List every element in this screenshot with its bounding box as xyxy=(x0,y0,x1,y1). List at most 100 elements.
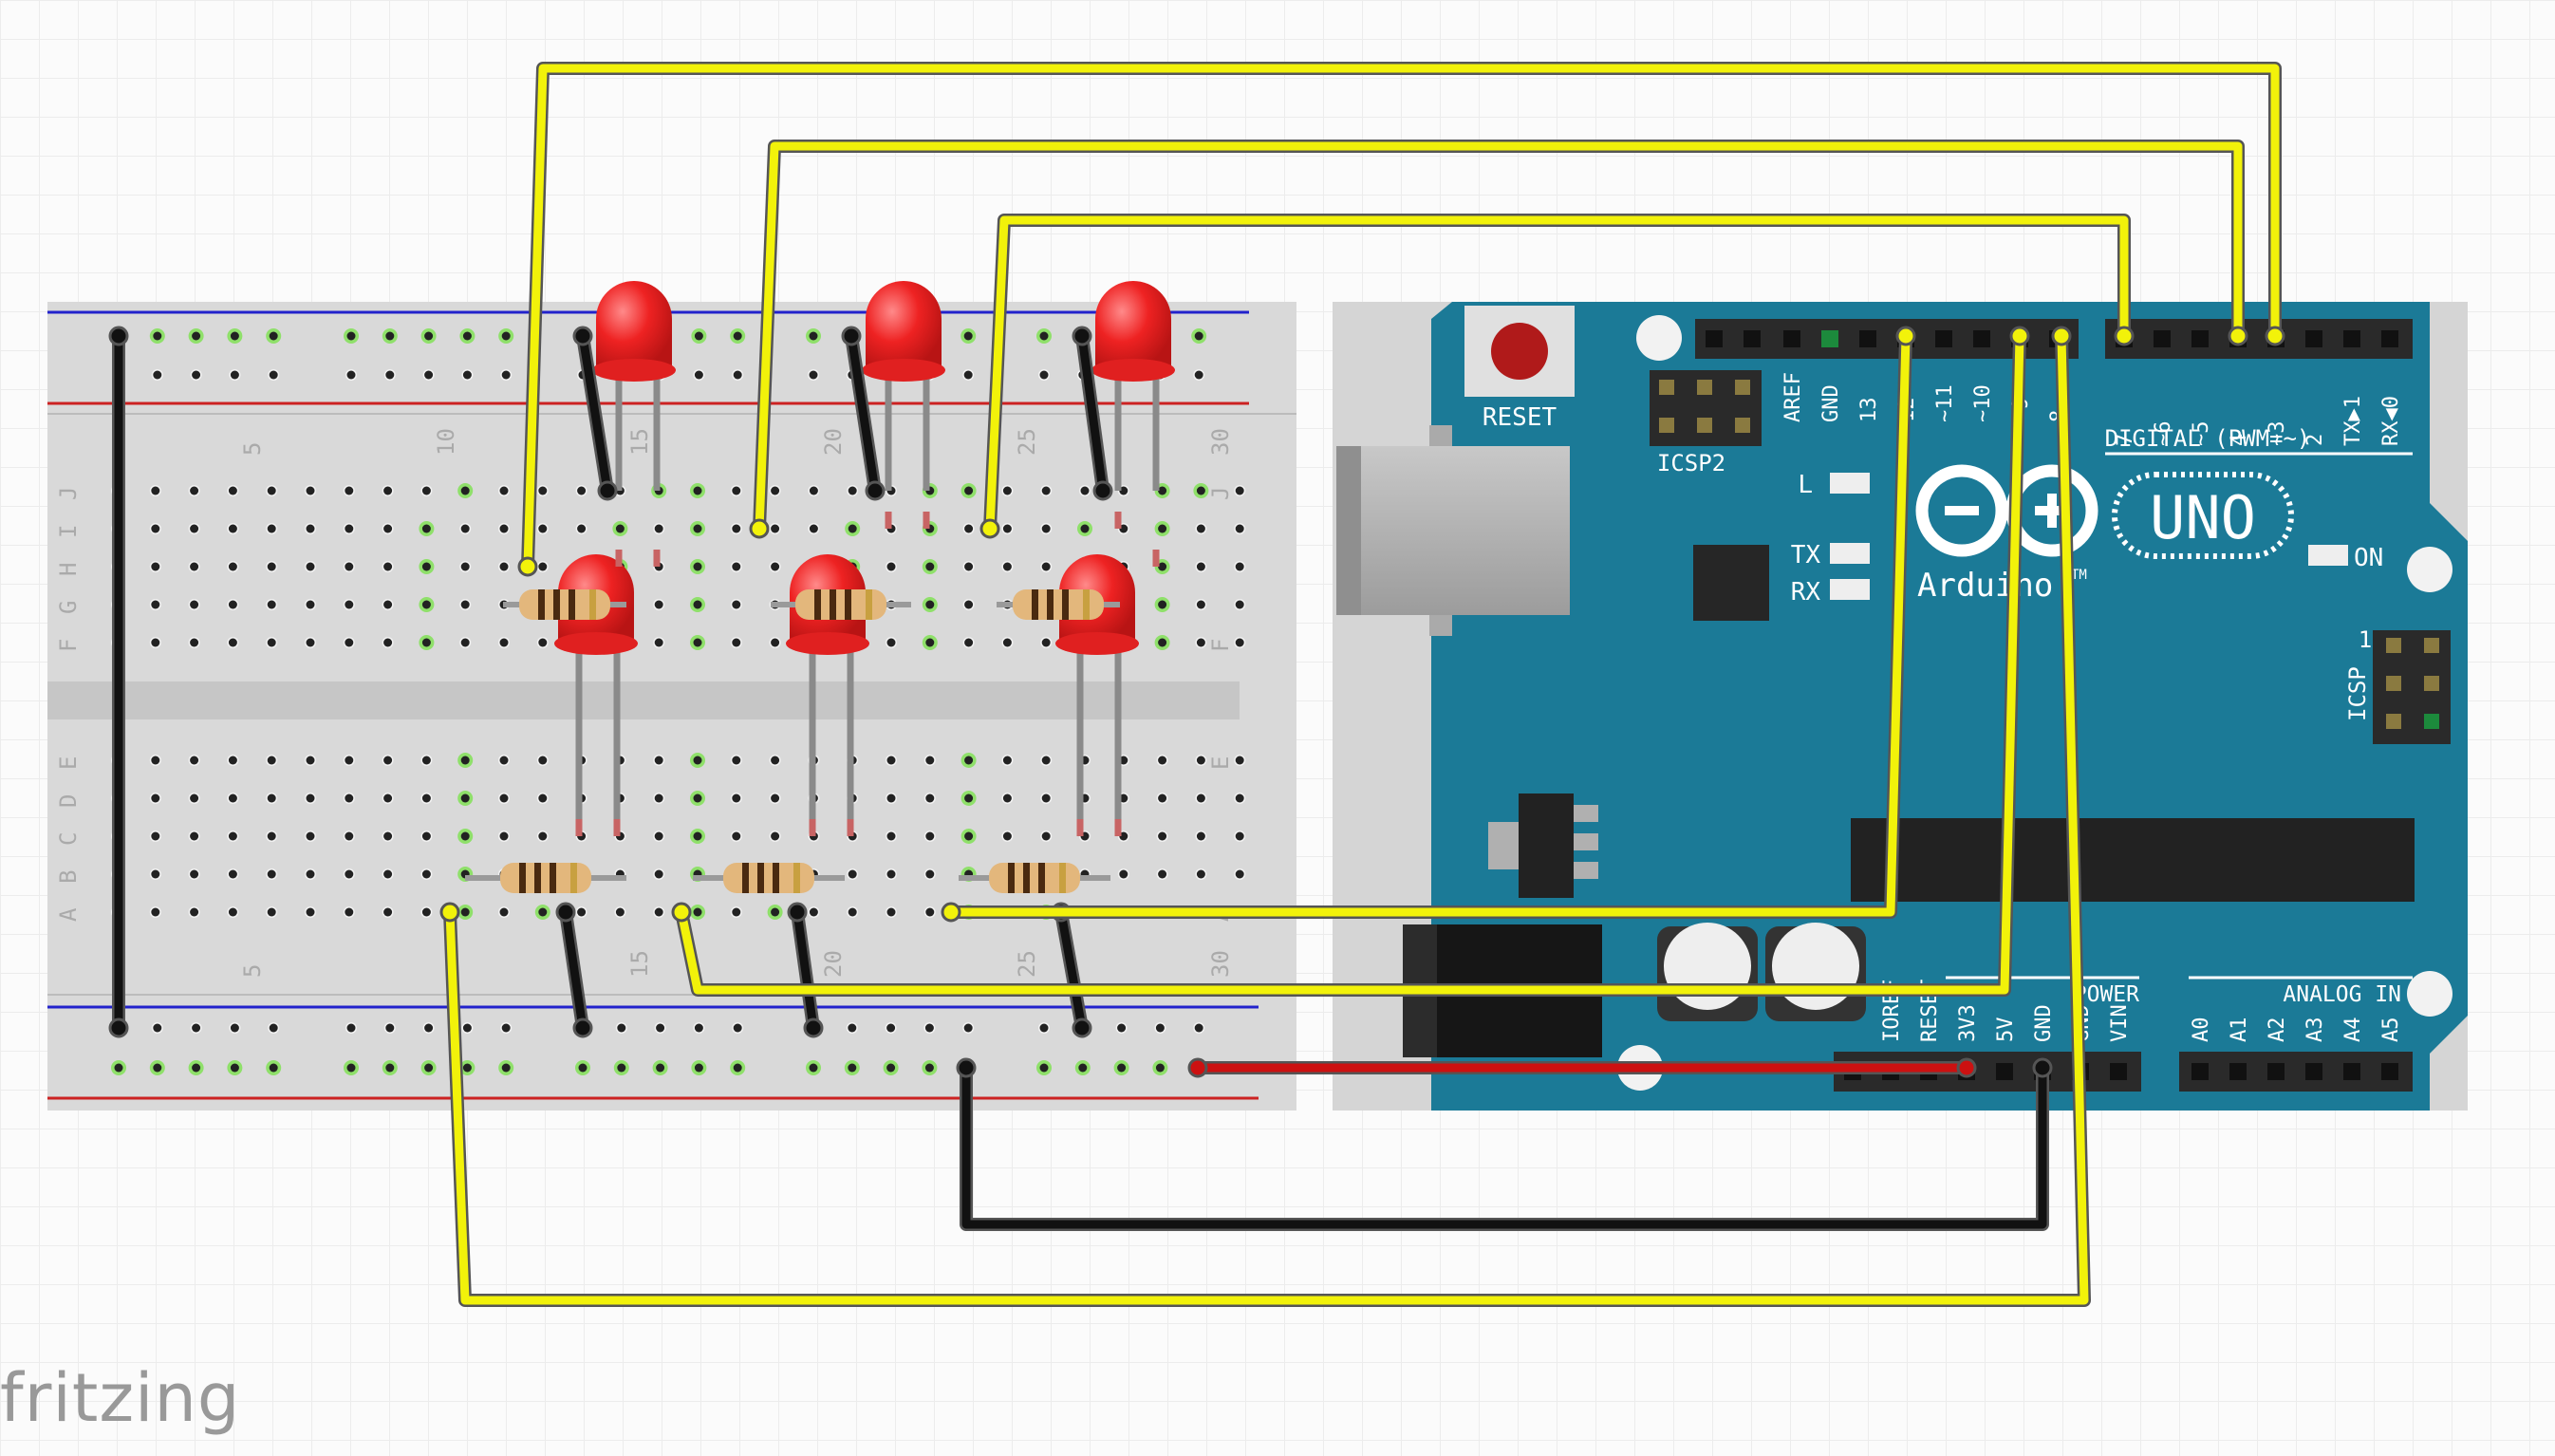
ground-jumper xyxy=(1056,907,1087,1033)
rail-hole xyxy=(462,1063,472,1073)
pin-socket xyxy=(1973,330,1990,347)
hole xyxy=(1041,562,1051,571)
wire-end xyxy=(439,902,460,923)
resistor-band xyxy=(553,589,560,620)
wire-end xyxy=(1956,1057,1977,1078)
wire-end xyxy=(865,480,886,501)
wire-end xyxy=(2265,326,2285,346)
led-rx xyxy=(1830,579,1870,600)
hole xyxy=(421,524,431,533)
hole xyxy=(228,600,237,609)
pin-socket xyxy=(2381,330,2398,347)
pin-socket xyxy=(1996,1063,2013,1080)
rail-hole xyxy=(848,1023,857,1033)
hole xyxy=(654,869,663,879)
ground-jumper xyxy=(847,331,880,495)
hole xyxy=(1041,793,1051,803)
row-letter: H xyxy=(55,563,82,576)
led-tx-label: TX xyxy=(1791,541,1821,569)
rail-hole xyxy=(1039,1063,1049,1073)
rail-hole xyxy=(963,370,973,380)
rail-hole xyxy=(809,370,818,380)
hole xyxy=(538,638,548,647)
rail-hole xyxy=(192,331,201,341)
wire-end xyxy=(749,518,770,539)
rail-hole xyxy=(1117,1063,1127,1073)
hole xyxy=(151,638,160,647)
hole xyxy=(771,907,780,917)
hole xyxy=(1158,831,1167,841)
digital-pin-label: 4 xyxy=(2228,434,2251,446)
column-number: 30 xyxy=(1207,428,1234,456)
hole xyxy=(190,907,199,917)
hole xyxy=(693,756,702,765)
hole xyxy=(886,793,896,803)
icsp-pin xyxy=(2424,714,2439,729)
reset-button-cap[interactable] xyxy=(1491,323,1548,380)
hole xyxy=(1002,562,1012,571)
rail-hole xyxy=(1078,1063,1088,1073)
hole xyxy=(925,907,935,917)
icsp2-pin xyxy=(1735,418,1750,433)
resistor-band xyxy=(1023,863,1030,893)
hole xyxy=(886,638,896,647)
hole xyxy=(345,907,354,917)
hole xyxy=(964,600,974,609)
hole xyxy=(771,524,780,533)
rail-hole xyxy=(1039,331,1049,341)
rail-hole xyxy=(385,1023,395,1033)
ground-jumper xyxy=(578,331,612,495)
hole xyxy=(421,793,431,803)
pin-socket xyxy=(2267,1063,2285,1080)
rail-hole xyxy=(1155,1023,1165,1033)
column-number: 5 xyxy=(239,442,266,456)
hole xyxy=(1119,524,1128,533)
hole xyxy=(228,524,237,533)
hole xyxy=(1235,524,1244,533)
resistor-band xyxy=(1062,589,1069,620)
rail-hole xyxy=(501,370,511,380)
hole xyxy=(538,793,548,803)
hole xyxy=(190,756,199,765)
hole xyxy=(306,486,315,495)
hole xyxy=(345,562,354,571)
hole xyxy=(1196,793,1205,803)
hole xyxy=(460,907,470,917)
led-on-label: ON xyxy=(2354,544,2383,572)
hole xyxy=(460,831,470,841)
rail-hole xyxy=(114,1063,123,1073)
hole xyxy=(345,831,354,841)
hole xyxy=(1196,756,1205,765)
wire-end xyxy=(1072,1017,1092,1038)
rail-hole xyxy=(963,1023,973,1033)
hole xyxy=(1235,793,1244,803)
hole xyxy=(886,831,896,841)
signal-wire-pin4 xyxy=(755,141,2243,533)
rail-hole xyxy=(153,1023,162,1033)
rail-hole xyxy=(1155,1063,1165,1073)
center-channel xyxy=(47,681,1240,719)
analog-label: ANALOG IN xyxy=(2283,982,2401,1007)
hole xyxy=(460,562,470,571)
hole xyxy=(1041,831,1051,841)
wire-end xyxy=(555,902,576,923)
hole xyxy=(499,907,509,917)
hole xyxy=(383,793,393,803)
signal-wire-pin12 xyxy=(946,331,1911,917)
led-tx xyxy=(1830,543,1870,564)
capacitor-top xyxy=(1664,923,1751,1010)
hole xyxy=(1235,638,1244,647)
hole xyxy=(964,793,974,803)
breadboard: 5 10 15 20 25 30 5 15 20 25 30 J I H G F… xyxy=(47,302,1296,1111)
hole xyxy=(383,756,393,765)
rail-hole xyxy=(424,1063,434,1073)
resistor xyxy=(989,863,1080,893)
hole xyxy=(306,638,315,647)
uno-text: UNO xyxy=(2150,483,2256,552)
plus-sign xyxy=(2047,494,2057,528)
digital-pin-label: RX◀0 xyxy=(2379,396,2403,446)
hole xyxy=(228,486,237,495)
rail-hole xyxy=(694,370,703,380)
hole xyxy=(1158,869,1167,879)
ground-jumper xyxy=(793,907,818,1033)
